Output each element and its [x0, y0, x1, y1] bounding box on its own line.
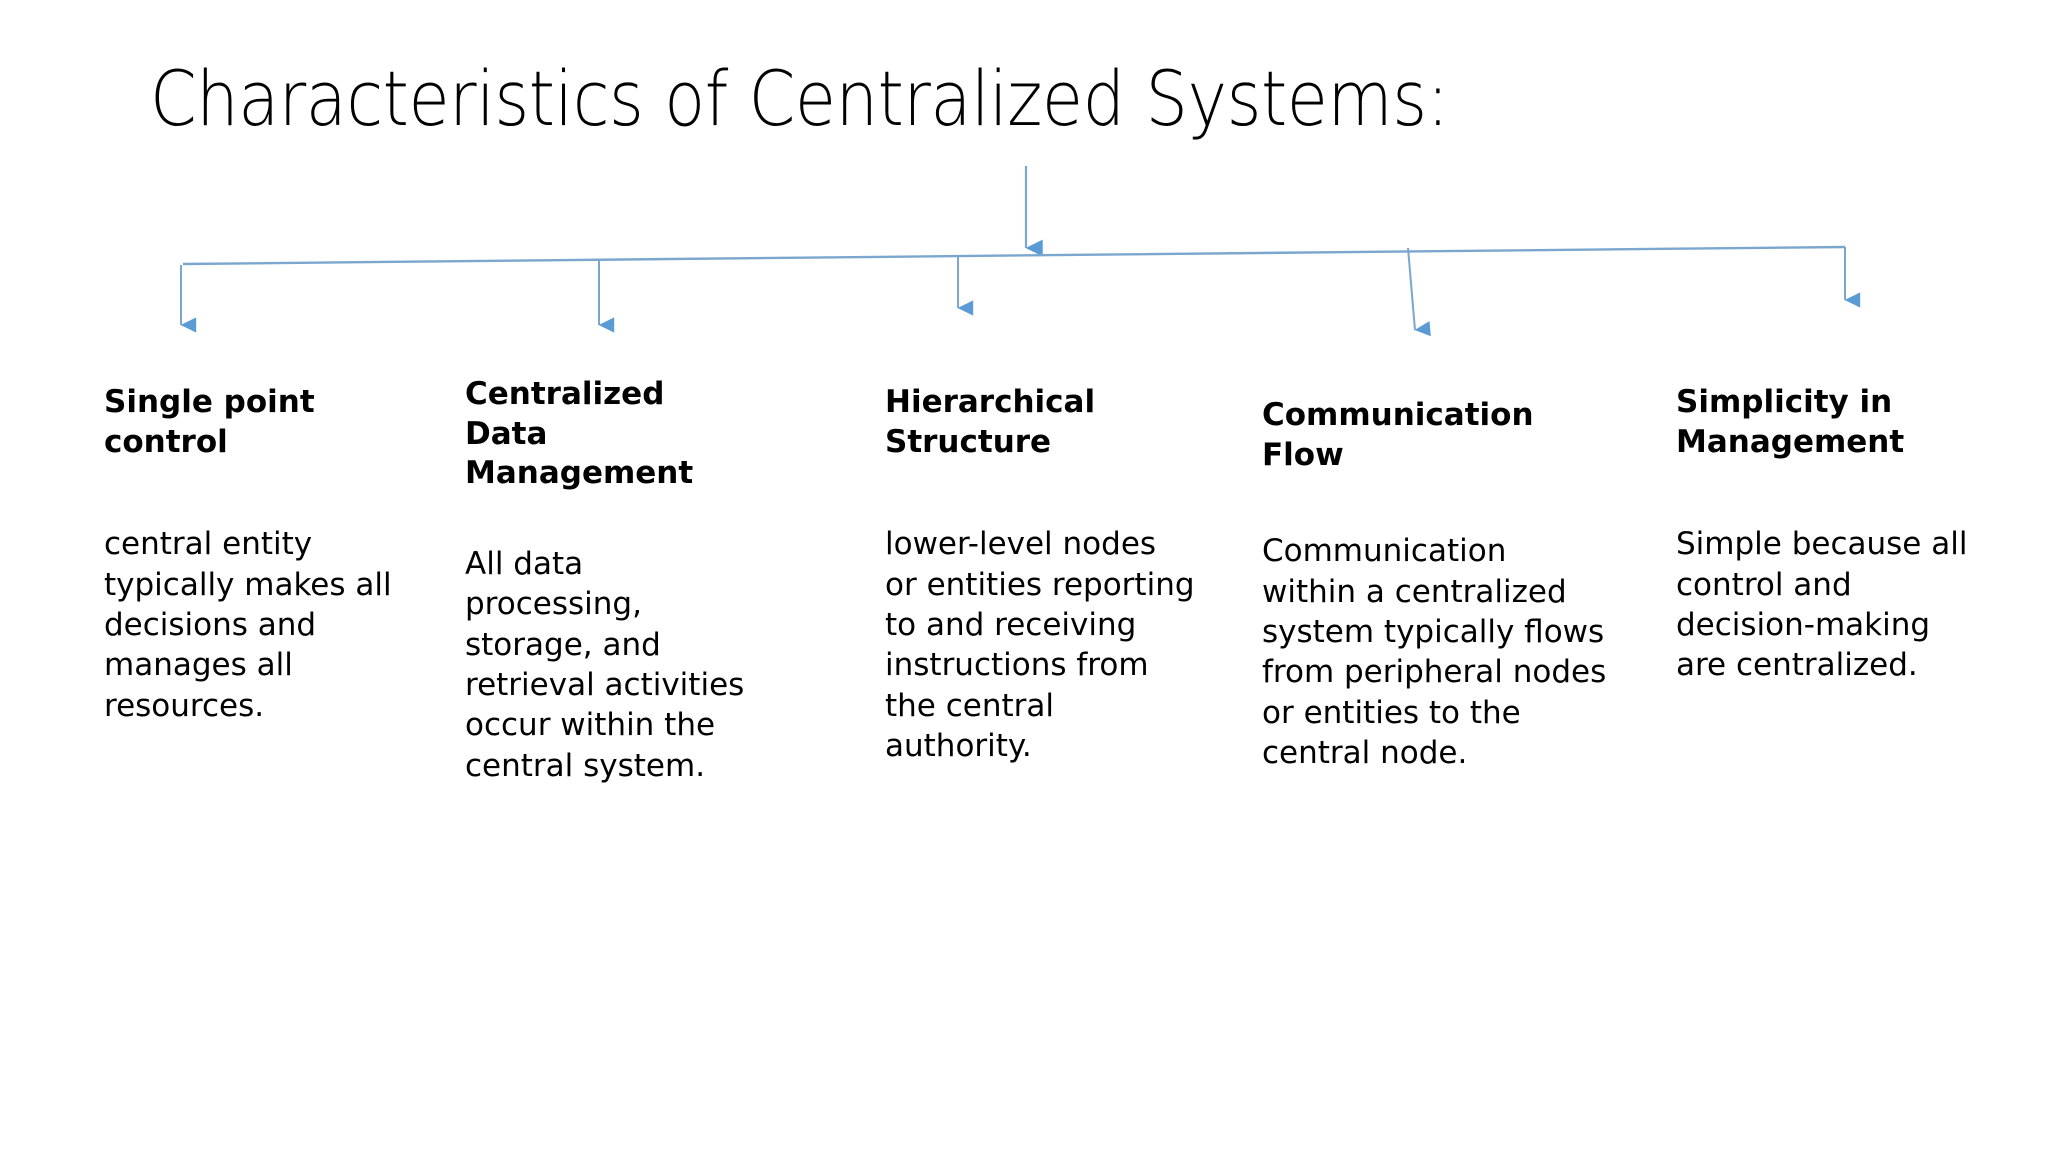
- characteristic-heading: Single point control: [104, 384, 315, 460]
- characteristic-column-2: Centralized Data Management All data pro…: [465, 375, 757, 786]
- characteristic-body: lower-level nodes or entities reporting …: [885, 526, 1195, 764]
- spine-line: [182, 245, 1846, 266]
- page-title: Characteristics of Centralized Systems:: [150, 54, 1449, 143]
- characteristic-column-1: Single point control central entity typi…: [104, 383, 404, 726]
- characteristic-column-4: Communication Flow Communication within …: [1262, 396, 1607, 773]
- characteristic-body: Simple because all control and decision-…: [1676, 526, 1968, 684]
- characteristic-column-5: Simplicity in Management Simple because …: [1676, 383, 1976, 686]
- characteristic-heading: Communication Flow: [1262, 397, 1534, 473]
- characteristic-heading: Hierarchical Structure: [885, 384, 1096, 460]
- branch-arrow-4: [1407, 247, 1431, 337]
- characteristic-heading: Simplicity in Management: [1676, 384, 1905, 460]
- characteristic-heading: Centralized Data Management: [465, 376, 694, 492]
- characteristic-body: central entity typically makes all decis…: [104, 526, 392, 724]
- characteristic-body: All data processing, storage, and retrie…: [465, 546, 745, 784]
- characteristic-column-3: Hierarchical Structure lower-level nodes…: [885, 383, 1197, 766]
- characteristic-body: Communication within a centralized syste…: [1262, 533, 1607, 771]
